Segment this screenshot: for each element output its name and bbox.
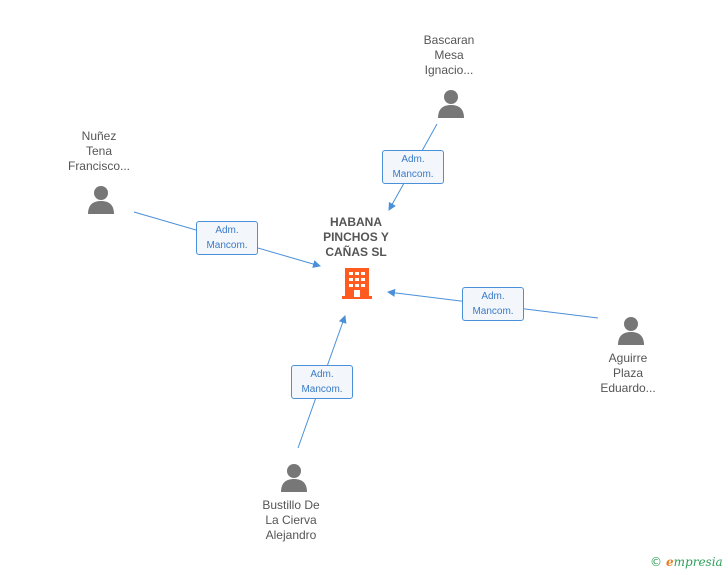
brand-initial: e xyxy=(666,555,674,569)
person-name-line: La Cierva xyxy=(265,513,317,527)
building-icon[interactable] xyxy=(340,266,374,300)
person-name-line: Bustillo De xyxy=(262,498,320,512)
relation-label-line: Adm. xyxy=(215,225,239,236)
relation-label-line: Mancom. xyxy=(301,384,343,395)
relation-label-line: Mancom. xyxy=(472,306,514,317)
relation-label-line: Adm. xyxy=(310,369,334,380)
person-name-line: Mesa xyxy=(434,48,464,62)
person-name-line: Bascaran xyxy=(423,33,475,47)
brand-name: mpresia xyxy=(673,555,723,569)
person-name-aguirre[interactable]: Aguirre Plaza Eduardo... xyxy=(568,351,688,396)
relation-label-line: Mancom. xyxy=(206,240,248,251)
person-name-line: Ignacio... xyxy=(424,63,474,77)
person-icon[interactable] xyxy=(86,184,116,214)
relation-label-line: Mancom. xyxy=(392,169,434,180)
person-name-bascaran[interactable]: Bascaran Mesa Ignacio... xyxy=(389,33,509,78)
company-name-line: HABANA xyxy=(330,215,382,229)
company-name[interactable]: HABANA PINCHOS Y CAÑAS SL xyxy=(296,215,416,260)
person-name-line: Francisco... xyxy=(67,159,130,173)
relation-label-bustillo[interactable]: Adm. Mancom. xyxy=(291,365,353,399)
relation-label-nunez[interactable]: Adm. Mancom. xyxy=(196,221,258,255)
copyright-symbol: © xyxy=(650,555,662,569)
relation-label-aguirre[interactable]: Adm. Mancom. xyxy=(462,287,524,321)
company-name-line: CAÑAS SL xyxy=(325,245,387,259)
person-name-line: Tena xyxy=(85,144,113,158)
person-name-line: Aguirre xyxy=(608,351,648,365)
person-name-line: Plaza xyxy=(612,366,644,380)
brand-logo[interactable]: © empresia xyxy=(650,555,723,569)
person-name-line: Nuñez xyxy=(81,129,117,143)
person-name-bustillo[interactable]: Bustillo De La Cierva Alejandro xyxy=(231,498,351,543)
company-name-line: PINCHOS Y xyxy=(323,230,389,244)
relation-label-line: Adm. xyxy=(481,291,505,302)
person-icon[interactable] xyxy=(616,315,646,345)
person-name-line: Eduardo... xyxy=(600,381,656,395)
person-name-line: Alejandro xyxy=(265,528,317,542)
relation-label-line: Adm. xyxy=(401,154,425,165)
person-icon[interactable] xyxy=(436,88,466,118)
person-icon[interactable] xyxy=(279,462,309,492)
relation-label-bascaran[interactable]: Adm. Mancom. xyxy=(382,150,444,184)
person-name-nunez[interactable]: Nuñez Tena Francisco... xyxy=(39,129,159,174)
